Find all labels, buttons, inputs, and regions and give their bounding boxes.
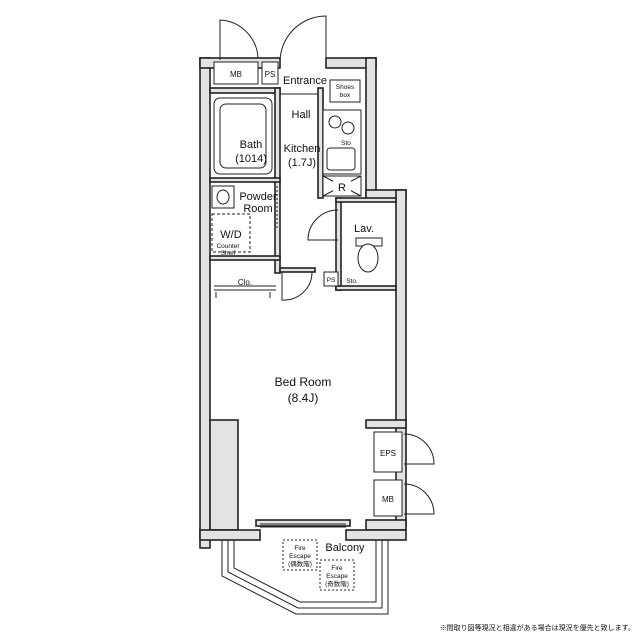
meter-box-top: MB xyxy=(213,61,259,85)
balcony-label: Balcony xyxy=(325,542,365,554)
entrance-label: Entrance xyxy=(283,75,327,87)
eps-label: EPS xyxy=(380,449,396,458)
washbasin xyxy=(211,185,235,209)
shoes-box-label-2: box xyxy=(340,92,351,99)
kitchen-size: (1.7J) xyxy=(288,157,316,169)
entrance-door[interactable] xyxy=(279,15,327,63)
footer-note: ※間取り図等現況と相違がある場合は現況を優先と致します。 xyxy=(440,623,635,632)
bedroom-label: Bed Room xyxy=(275,375,332,389)
closet-rail xyxy=(214,285,276,298)
fire-escape-2: Fire Escape (奇数階) xyxy=(319,559,355,591)
lav-ps: PS xyxy=(323,271,339,287)
balcony-sliding-window[interactable] xyxy=(260,523,346,528)
counter-shelf-label-1: Counter xyxy=(216,243,240,250)
interior-partitions xyxy=(209,87,397,291)
shoes-box-label-1: Shoes xyxy=(336,84,355,91)
fire-escape-1-line3: (偶数階) xyxy=(288,559,312,568)
counter-shelf-label-2: Shelf xyxy=(221,250,236,257)
balcony-outline xyxy=(221,540,389,615)
ps-top-label: PS xyxy=(265,70,276,79)
kitchen-label: Kitchen xyxy=(284,143,321,155)
fire-escape-1-line2: Escape xyxy=(289,553,311,560)
mb-right-label: MB xyxy=(382,495,394,504)
lav-door[interactable] xyxy=(307,209,339,241)
kitchen-sink-icon xyxy=(326,147,356,171)
stove-burner-icon xyxy=(341,121,355,135)
toilet xyxy=(355,237,383,273)
refrigerator: R xyxy=(322,175,362,197)
bedroom-size: (8.4J) xyxy=(288,391,319,405)
mb-right-door[interactable] xyxy=(403,483,435,515)
lav-ps-label: PS xyxy=(327,277,336,284)
fire-escape-2-line1: Fire xyxy=(331,565,343,572)
eps-closet: EPS xyxy=(373,431,403,473)
bedroom-door[interactable] xyxy=(281,271,313,301)
stove-burner-icon xyxy=(328,115,342,129)
wd-label: W/D xyxy=(220,229,241,241)
mb-top-label: MB xyxy=(230,70,242,79)
fire-escape-1: Fire Escape (偶数階) xyxy=(282,539,318,571)
bath-label: Bath xyxy=(240,139,263,151)
mb-right-closet: MB xyxy=(373,479,403,517)
pipe-space-top: PS xyxy=(261,61,279,85)
lav-label: Lav. xyxy=(354,223,374,235)
bathtub: Bath (1014) xyxy=(213,97,273,175)
powder-label-1: Powder xyxy=(239,191,277,203)
basin-icon xyxy=(216,189,230,205)
hall-label: Hall xyxy=(292,109,311,121)
fire-escape-2-line2: Escape xyxy=(326,573,348,580)
fire-escape-2-line3: (奇数階) xyxy=(325,579,349,588)
lav-sto-label: Sto. xyxy=(346,278,358,285)
eps-door[interactable] xyxy=(403,433,435,465)
kitchen-counter: Sto xyxy=(322,109,362,175)
shoes-box: Shoes box xyxy=(329,79,361,103)
bath-size: (1014) xyxy=(235,153,267,165)
outer-walls xyxy=(199,57,407,549)
powder-label-2: Room xyxy=(243,203,272,215)
fire-escape-1-line1: Fire xyxy=(294,545,306,552)
closet-label: Clo. xyxy=(238,278,252,287)
kitchen-sto-label: Sto xyxy=(341,140,351,147)
mb-door[interactable] xyxy=(219,19,259,60)
washer-dryer-space: W/D xyxy=(211,213,251,253)
refrigerator-label: R xyxy=(338,182,346,194)
